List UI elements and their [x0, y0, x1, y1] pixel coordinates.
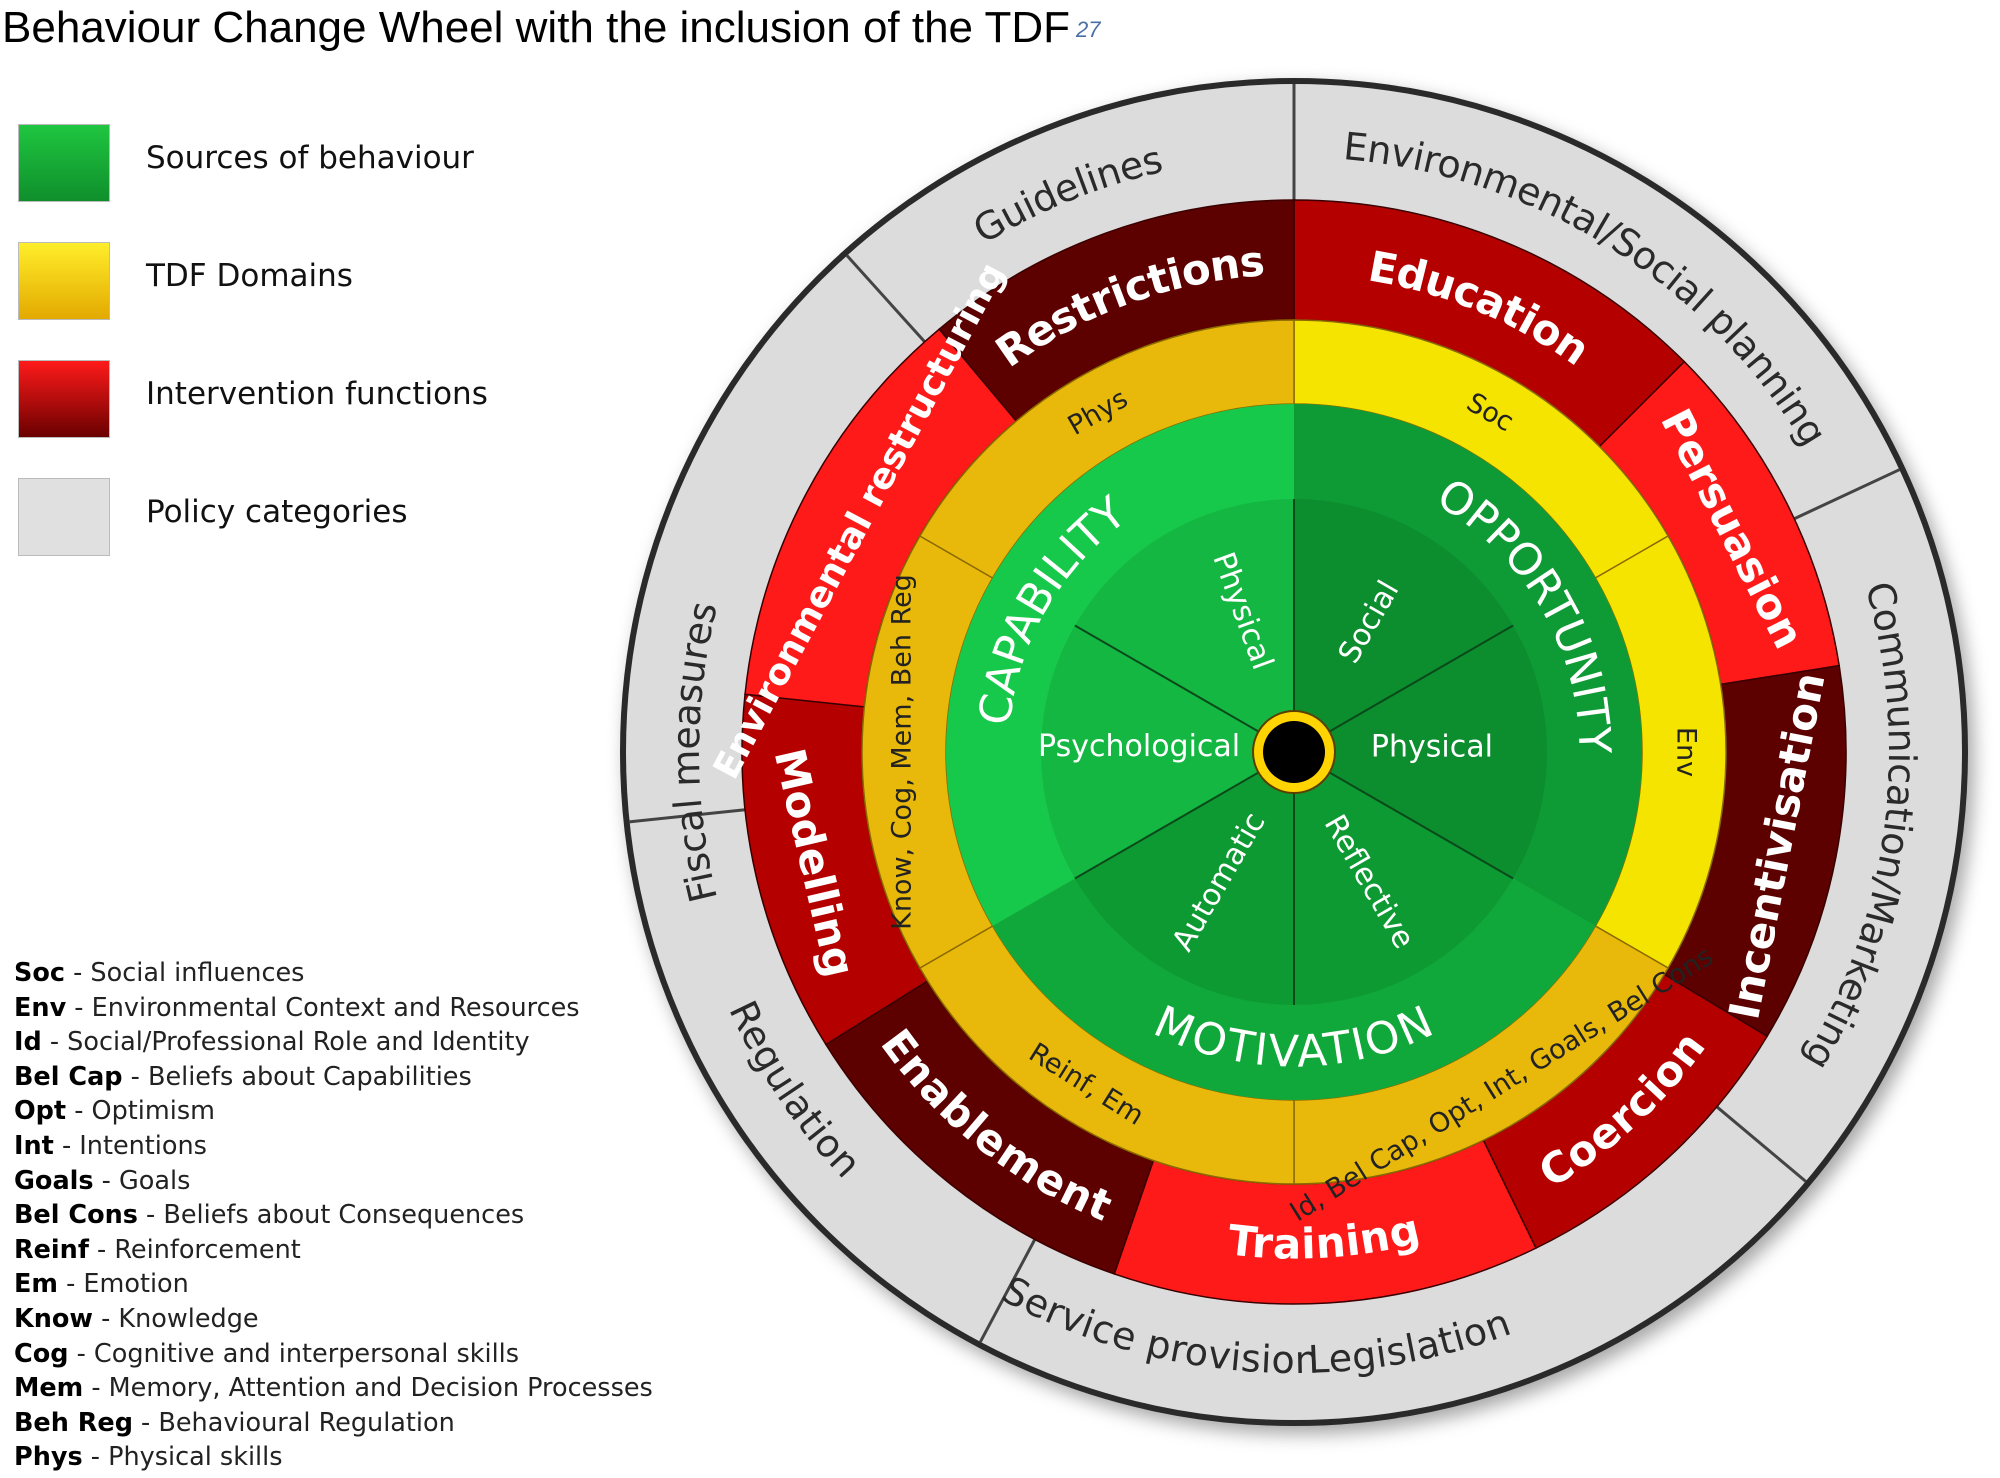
abbreviation-row: Soc - Social influences [14, 958, 305, 988]
abbreviation-key: Int [14, 1130, 54, 1161]
legend-swatch-policy [18, 478, 110, 556]
legend-item-sources: Sources of behaviour [18, 124, 518, 204]
abbreviation-key: Bel Cons [14, 1200, 138, 1231]
abbreviation-key: Phys [14, 1442, 83, 1473]
abbreviation-key: Em [14, 1269, 58, 1300]
abbreviation-key: Id [14, 1027, 42, 1058]
policy-divider [1715, 1105, 1807, 1183]
abbreviation-row: Phys - Physical skills [14, 1442, 283, 1473]
abbreviation-key: Bel Cap [14, 1061, 123, 1092]
tdf-env-label: Env [1671, 727, 1702, 777]
abbreviation-key: Env [14, 992, 67, 1023]
abbreviation-key: Reinf [14, 1234, 89, 1265]
legend-swatch-tdf [18, 242, 110, 320]
abbreviation-meaning: Social/Professional Role and Identity [67, 1027, 530, 1058]
component-divider [1074, 751, 1295, 880]
abbreviation-row: Beh Reg - Behavioural Regulation [14, 1407, 455, 1438]
figure-title: Behaviour Change Wheel with the inclusio… [2, 0, 1100, 56]
abbreviation-row: Cog - Cognitive and interpersonal skills [14, 1338, 520, 1369]
abbreviation-row: Env - Environmental Context and Resource… [14, 992, 580, 1023]
behaviour-change-wheel: Environmental/Social planningCommunicati… [620, 78, 1968, 1426]
abbreviation-row: Bel Cons - Beliefs about Consequences [14, 1200, 525, 1231]
abbreviation-key: Mem [14, 1373, 84, 1404]
abbreviation-row: Int - Intentions [14, 1130, 207, 1161]
component-psychological-capability: Psychological [1038, 729, 1240, 764]
abbreviation-row: Goals - Goals [14, 1165, 191, 1196]
component-divider [1293, 624, 1514, 753]
legend-label: Policy categories [146, 494, 408, 530]
hub-center [1263, 721, 1325, 783]
component-divider [1074, 624, 1295, 753]
abbreviation-row: Reinf - Reinforcement [14, 1234, 301, 1265]
abbreviation-meaning: Environmental Context and Resources [91, 992, 580, 1023]
component-divider [1293, 751, 1514, 880]
abbreviation-list: Soc - Social influences Env - Environmen… [14, 956, 653, 1475]
title-reference: 27 [1076, 17, 1101, 42]
tdf-psychological-domains-label: Know, Cog, Mem, Beh Reg [887, 574, 918, 930]
policy-divider [629, 808, 746, 824]
abbreviation-meaning: Reinforcement [114, 1234, 301, 1265]
abbreviation-row: Em - Emotion [14, 1269, 189, 1300]
abbreviation-key: Cog [14, 1338, 69, 1369]
legend-label: Sources of behaviour [146, 140, 474, 176]
abbreviation-meaning: Behavioural Regulation [158, 1407, 455, 1438]
legend-item-intervention: Intervention functions [18, 360, 518, 440]
abbreviation-meaning: Intentions [79, 1130, 207, 1161]
abbreviation-meaning: Optimism [91, 1096, 215, 1127]
abbreviation-key: Know [14, 1303, 93, 1334]
legend-swatch-sources [18, 124, 110, 202]
abbreviation-key: Soc [14, 958, 65, 988]
legend-label: TDF Domains [146, 258, 353, 294]
policy-divider [1793, 468, 1901, 521]
abbreviation-meaning: Beliefs about Consequences [163, 1200, 525, 1231]
title-text: Behaviour Change Wheel with the inclusio… [2, 3, 1070, 52]
abbreviation-row: Id - Social/Professional Role and Identi… [14, 1027, 530, 1058]
abbreviation-row: Mem - Memory, Attention and Decision Pro… [14, 1373, 653, 1404]
policy-divider [979, 1238, 1037, 1343]
abbreviation-row: Know - Knowledge [14, 1303, 259, 1334]
abbreviation-meaning: Knowledge [118, 1303, 259, 1334]
source-opportunity-background [1294, 404, 1642, 926]
abbreviation-meaning: Beliefs about Capabilities [147, 1061, 472, 1092]
intervention-ring: EducationPersuasionIncentivisationCoerci… [706, 199, 1847, 1305]
abbreviation-meaning: Goals [119, 1165, 191, 1196]
legend-swatch-intervention [18, 360, 110, 438]
legend-item-policy: Policy categories [18, 478, 518, 558]
abbreviation-meaning: Social influences [90, 958, 305, 988]
abbreviation-key: Goals [14, 1165, 94, 1196]
abbreviation-row: Bel Cap - Beliefs about Capabilities [14, 1061, 472, 1092]
legend-item-tdf: TDF Domains [18, 242, 518, 322]
abbreviation-meaning: Memory, Attention and Decision Processes [108, 1373, 653, 1404]
policy-divider [845, 254, 926, 343]
abbreviation-key: Beh Reg [14, 1407, 133, 1438]
abbreviation-meaning: Cognitive and interpersonal skills [93, 1338, 520, 1369]
abbreviation-row: Opt - Optimism [14, 1096, 215, 1127]
abbreviation-key: Opt [14, 1096, 67, 1127]
abbreviation-meaning: Physical skills [108, 1442, 283, 1473]
legend-label: Intervention functions [146, 376, 488, 412]
component-physical-opportunity: Physical [1371, 730, 1493, 765]
abbreviation-meaning: Emotion [83, 1269, 189, 1300]
